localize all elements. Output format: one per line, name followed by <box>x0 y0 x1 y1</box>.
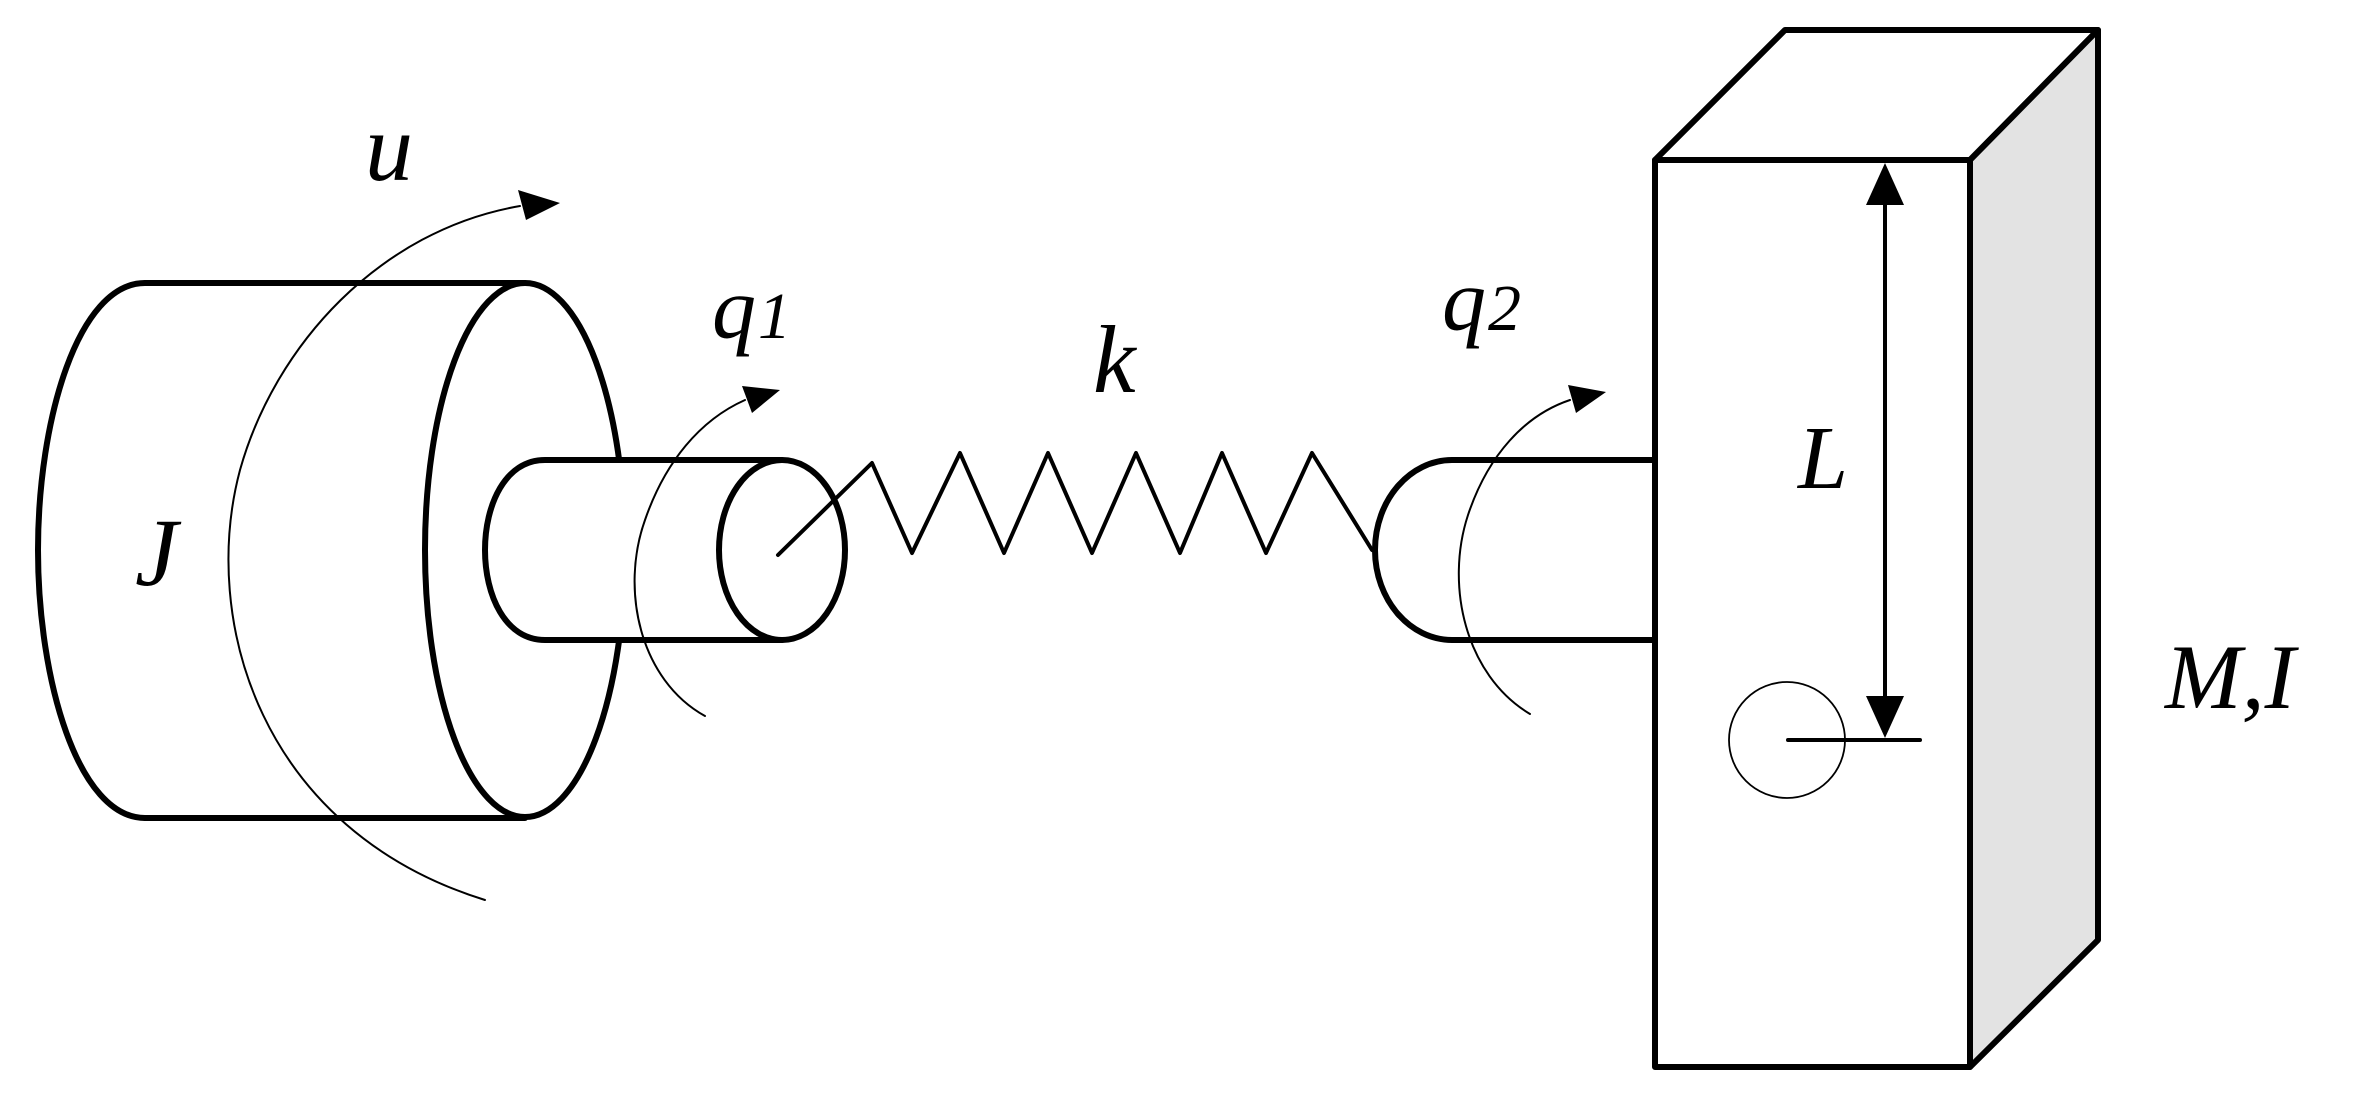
angle-1-arrowhead <box>742 386 780 413</box>
angle-2-label: q2 <box>1442 253 1521 350</box>
shaft-1-body <box>482 457 785 643</box>
angle-2-symbol: q <box>1442 253 1486 350</box>
spring-constant-label: k <box>1093 306 1138 413</box>
input-torque-arrowhead <box>518 190 560 220</box>
input-torque-arrow <box>227 205 521 901</box>
length-label: L <box>1796 409 1848 508</box>
mass-inertia-label: M,I <box>2163 626 2300 728</box>
shaft-1 <box>482 457 848 643</box>
input-torque-label: u <box>365 94 413 201</box>
angle-2-subscript: 2 <box>1488 272 1521 345</box>
angle-1-arrow <box>633 399 746 717</box>
angle-1-symbol: q <box>712 261 756 358</box>
length-arrowhead-top <box>1866 163 1904 205</box>
shaft-2 <box>1372 457 1658 643</box>
angle-1-subscript: 1 <box>758 280 791 353</box>
inertia-label: J <box>135 499 182 606</box>
spring <box>776 451 1374 557</box>
link-block <box>1652 27 2101 1070</box>
shaft-2-body <box>1372 457 1658 643</box>
motor-drum-back-edge <box>35 280 148 821</box>
block-front-face <box>1652 157 1973 1070</box>
angle-2-arrowhead <box>1568 385 1606 413</box>
angle-1-label: q1 <box>712 261 791 358</box>
block-side-face <box>1967 27 2101 1070</box>
angle-2-arrow <box>1457 399 1571 715</box>
length-arrowhead-bottom <box>1866 696 1904 738</box>
